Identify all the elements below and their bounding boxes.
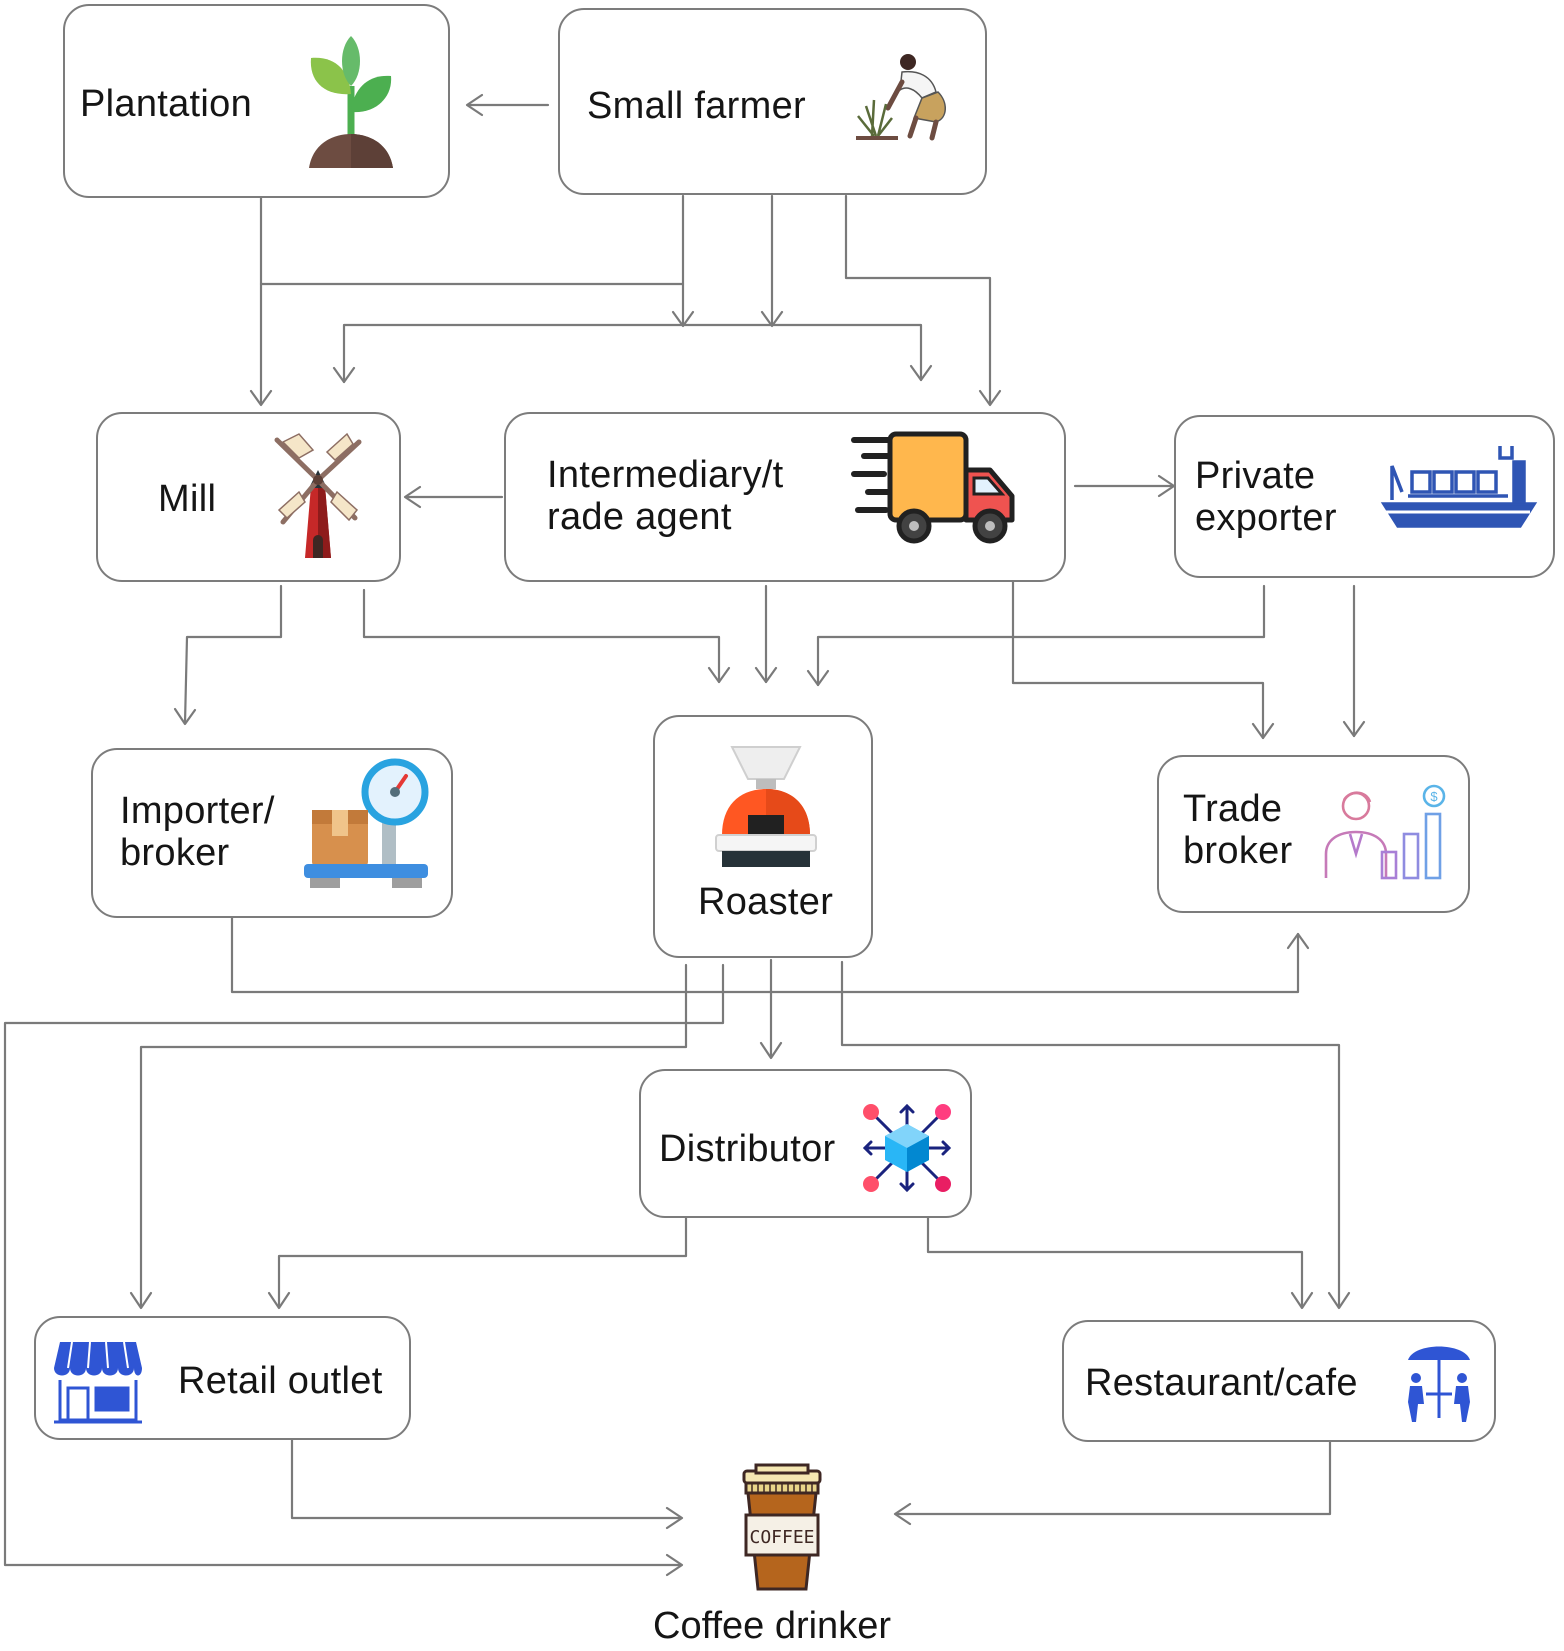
arrowhead bbox=[332, 366, 356, 384]
connector-intermediary-to-trade-broker bbox=[1011, 578, 1265, 740]
arrowhead bbox=[1327, 1291, 1351, 1310]
cargo-ship-icon bbox=[1380, 442, 1538, 530]
arrowhead bbox=[1342, 720, 1366, 738]
private-exporter-label-line2: exporter bbox=[1195, 497, 1337, 539]
arrowhead bbox=[909, 364, 933, 382]
weighing-scale-icon bbox=[302, 758, 430, 890]
storefront-icon bbox=[52, 1338, 144, 1424]
arrowhead bbox=[1290, 1291, 1314, 1310]
arrowhead bbox=[465, 93, 484, 117]
seedling-icon bbox=[305, 34, 397, 170]
arrowhead bbox=[1286, 932, 1310, 950]
connector-importer-to-trade-broker bbox=[230, 916, 1300, 994]
arrowhead bbox=[754, 666, 778, 684]
arrowhead bbox=[893, 1502, 912, 1526]
intermediary-label-line2: rade agent bbox=[547, 496, 732, 538]
mill-label: Mill bbox=[158, 478, 217, 520]
coffee-cup-icon: COFFEE bbox=[738, 1463, 826, 1593]
distribution-hub-icon bbox=[859, 1100, 955, 1196]
arrowhead bbox=[759, 1041, 783, 1060]
arrowhead bbox=[806, 669, 830, 687]
coffee-drinker-label: Coffee drinker bbox=[653, 1605, 891, 1647]
connector-mill-to-roaster bbox=[362, 588, 721, 684]
roaster-label: Roaster bbox=[698, 881, 834, 923]
connector-distributor-to-restaurant bbox=[926, 1216, 1304, 1309]
trade-broker-label-line2: broker bbox=[1183, 830, 1293, 872]
intermediary-label-line1: Intermediary/t bbox=[547, 454, 784, 496]
coffee-roaster-icon bbox=[714, 745, 818, 871]
arrowhead bbox=[173, 707, 197, 726]
farmer-planting-icon bbox=[852, 52, 954, 144]
small-farmer-label: Small farmer bbox=[587, 85, 806, 127]
cup-text: COFFEE bbox=[749, 1527, 814, 1548]
arrowhead bbox=[707, 666, 731, 684]
arrowhead bbox=[665, 1553, 684, 1577]
node-small-farmer bbox=[558, 8, 987, 195]
distributor-label: Distributor bbox=[659, 1128, 836, 1170]
connector-roaster-to-retail bbox=[139, 963, 688, 1309]
arrowhead bbox=[249, 389, 273, 407]
trade-broker-label-line1: Trade bbox=[1183, 788, 1283, 830]
connector-split-mill-intermediary bbox=[342, 323, 923, 384]
delivery-truck-icon bbox=[850, 430, 1020, 550]
importer-broker-label-line2: broker bbox=[120, 832, 230, 874]
importer-broker-label-line1: Importer/ bbox=[120, 790, 275, 832]
connector-distributor-to-retail bbox=[277, 1216, 688, 1309]
arrowhead bbox=[665, 1506, 684, 1530]
svg-text:$: $ bbox=[1430, 789, 1438, 804]
connector-roaster-to-drinker bbox=[3, 963, 725, 1567]
connector-farmer-stem-right bbox=[844, 194, 992, 406]
connector-roaster-to-restaurant bbox=[840, 960, 1341, 1309]
node-restaurant-cafe bbox=[1062, 1320, 1496, 1442]
connector-retail-to-drinker bbox=[290, 1438, 683, 1520]
connector-mill-to-importer bbox=[183, 584, 283, 725]
retail-outlet-label: Retail outlet bbox=[178, 1360, 383, 1402]
arrowhead bbox=[403, 485, 422, 509]
connector-restaurant-to-drinker bbox=[894, 1438, 1332, 1516]
connector-exporter-to-roaster bbox=[816, 584, 1266, 687]
restaurant-cafe-label: Restaurant/cafe bbox=[1085, 1362, 1358, 1404]
arrowhead bbox=[129, 1291, 153, 1310]
plantation-label: Plantation bbox=[80, 83, 253, 125]
arrowhead bbox=[267, 1291, 291, 1310]
arrowhead bbox=[978, 389, 1002, 407]
private-exporter-label-line1: Private bbox=[1195, 455, 1316, 497]
arrowhead bbox=[1251, 722, 1275, 740]
businessman-chart-icon: $ bbox=[1322, 784, 1452, 880]
cafe-umbrella-table-icon bbox=[1404, 1338, 1474, 1424]
windmill-icon bbox=[269, 430, 365, 560]
